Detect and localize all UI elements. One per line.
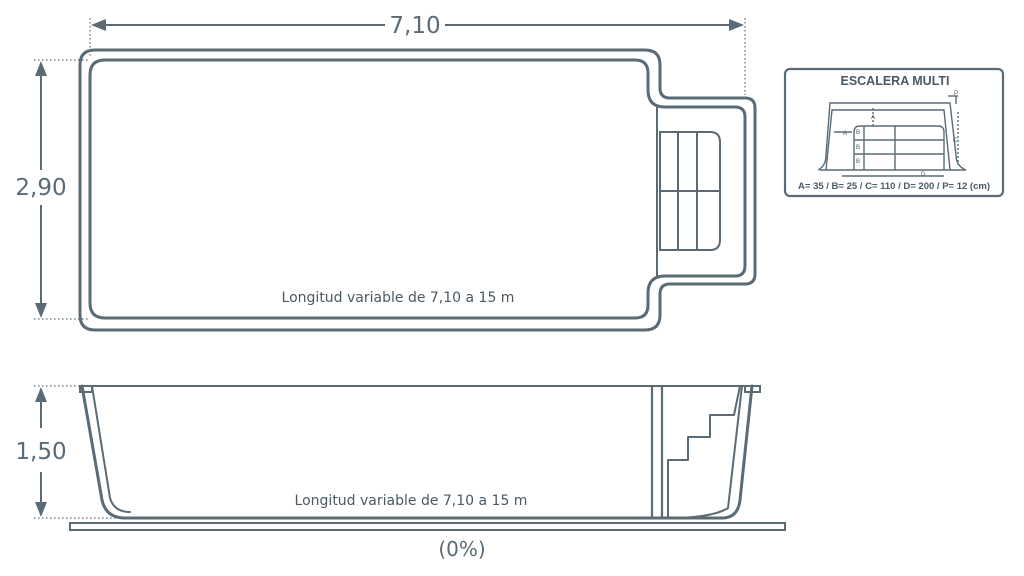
legend-stair-sketch [817, 95, 967, 177]
plan-length-note: Longitud variable de 7,10 a 15 m [282, 290, 515, 306]
depth-dimension: 1,50 [15, 385, 118, 519]
legend-frame [783, 67, 1005, 198]
base-slab [69, 522, 786, 531]
depth-label: 1,50 [15, 439, 66, 465]
legend-title: ESCALERA MULTI [840, 74, 949, 88]
plan-inner-outline [88, 58, 747, 320]
legend-letter-p: P [954, 91, 958, 97]
width-arrow-bottom [35, 303, 47, 318]
legend-letter-a-left: A [843, 131, 847, 137]
width-dimension: 2,90 [15, 59, 90, 320]
section-length-note: Longitud variable de 7,10 a 15 m [295, 493, 528, 509]
legend-letter-b-2: B [856, 145, 860, 151]
legend-letter-c: C [953, 138, 958, 144]
stair-legend: ESCALERA MULTI A A B B B C D P A= 35 / B… [783, 67, 1005, 198]
length-arrow-right [729, 19, 744, 31]
legend-letter-d: D [921, 172, 926, 178]
legend-specs: A= 35 / B= 25 / C= 110 / D= 200 / P= 12 … [798, 181, 990, 192]
section-view: Longitud variable de 7,10 a 15 m [79, 384, 761, 520]
legend-letter-b-1: B [856, 130, 860, 136]
length-label: 7,10 [389, 13, 440, 39]
slope-label: (0%) [438, 537, 485, 561]
width-arrow-top [35, 61, 47, 76]
ground-slab: (0%) [69, 522, 786, 561]
width-label: 2,90 [15, 175, 66, 201]
plan-outer-outline [78, 48, 757, 332]
plan-steps [656, 107, 721, 276]
depth-arrow-bottom [35, 502, 47, 517]
legend-letter-a-top: A [871, 115, 875, 121]
plan-view: Longitud variable de 7,10 a 15 m [78, 48, 757, 332]
section-outer-shell [80, 384, 754, 520]
depth-arrow-top [35, 387, 47, 402]
length-arrow-left [91, 19, 106, 31]
length-dimension: 7,10 [89, 13, 746, 95]
legend-letter-b-3: B [856, 159, 860, 165]
